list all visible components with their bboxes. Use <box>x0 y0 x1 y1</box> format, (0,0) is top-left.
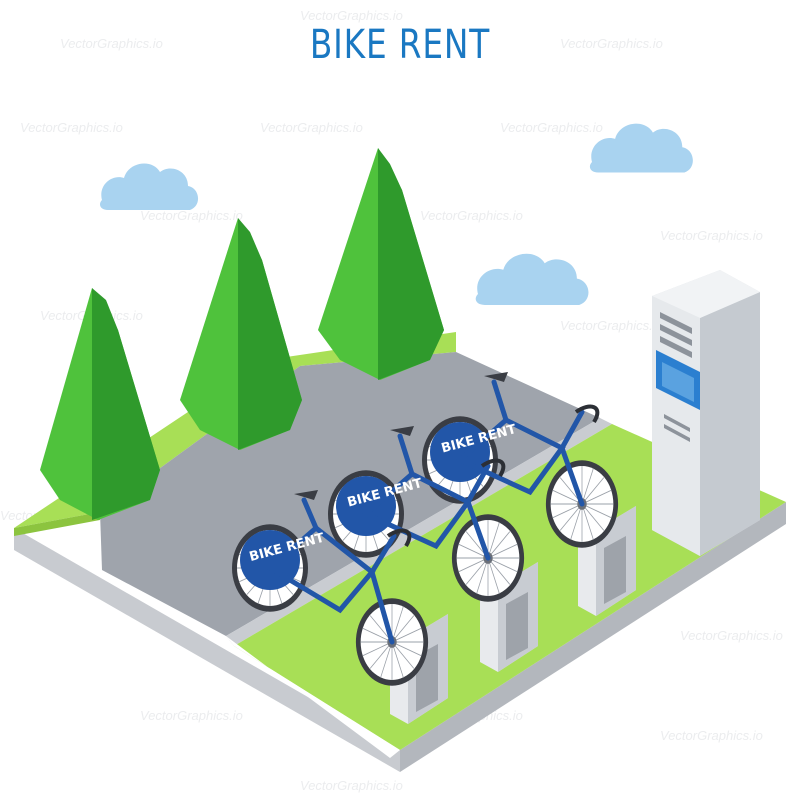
bicycle-1[interactable]: BIKE RENT <box>231 490 429 687</box>
watermark: VectorGraphics.io <box>560 36 663 51</box>
watermark: VectorGraphics.io <box>260 120 363 135</box>
cloud-middle <box>475 253 589 305</box>
watermark: VectorGraphics.io <box>300 8 403 23</box>
bicycle-3[interactable]: BIKE RENT <box>421 372 619 549</box>
tree-right <box>318 148 444 380</box>
tree-middle <box>180 218 302 450</box>
cloud-left <box>100 163 199 210</box>
page-title: BIKE RENT <box>309 22 491 68</box>
watermark: VectorGraphics.io <box>140 708 243 723</box>
watermark: VectorGraphics.io <box>660 228 763 243</box>
watermark: VectorGraphics.io <box>680 628 783 643</box>
watermark: VectorGraphics.io <box>500 120 603 135</box>
rental-kiosk[interactable] <box>652 270 760 556</box>
watermark: VectorGraphics.io <box>60 36 163 51</box>
cloud-right <box>589 123 693 173</box>
watermark: VectorGraphics.io <box>420 208 523 223</box>
watermark: VectorGraphics.io <box>20 120 123 135</box>
watermark: VectorGraphics.io <box>660 728 763 743</box>
watermark: VectorGraphics.io <box>300 778 403 793</box>
watermark: VectorGraphics.io <box>140 208 243 223</box>
watermark: VectorGraphics.io <box>560 318 663 333</box>
tree-left <box>40 288 160 520</box>
